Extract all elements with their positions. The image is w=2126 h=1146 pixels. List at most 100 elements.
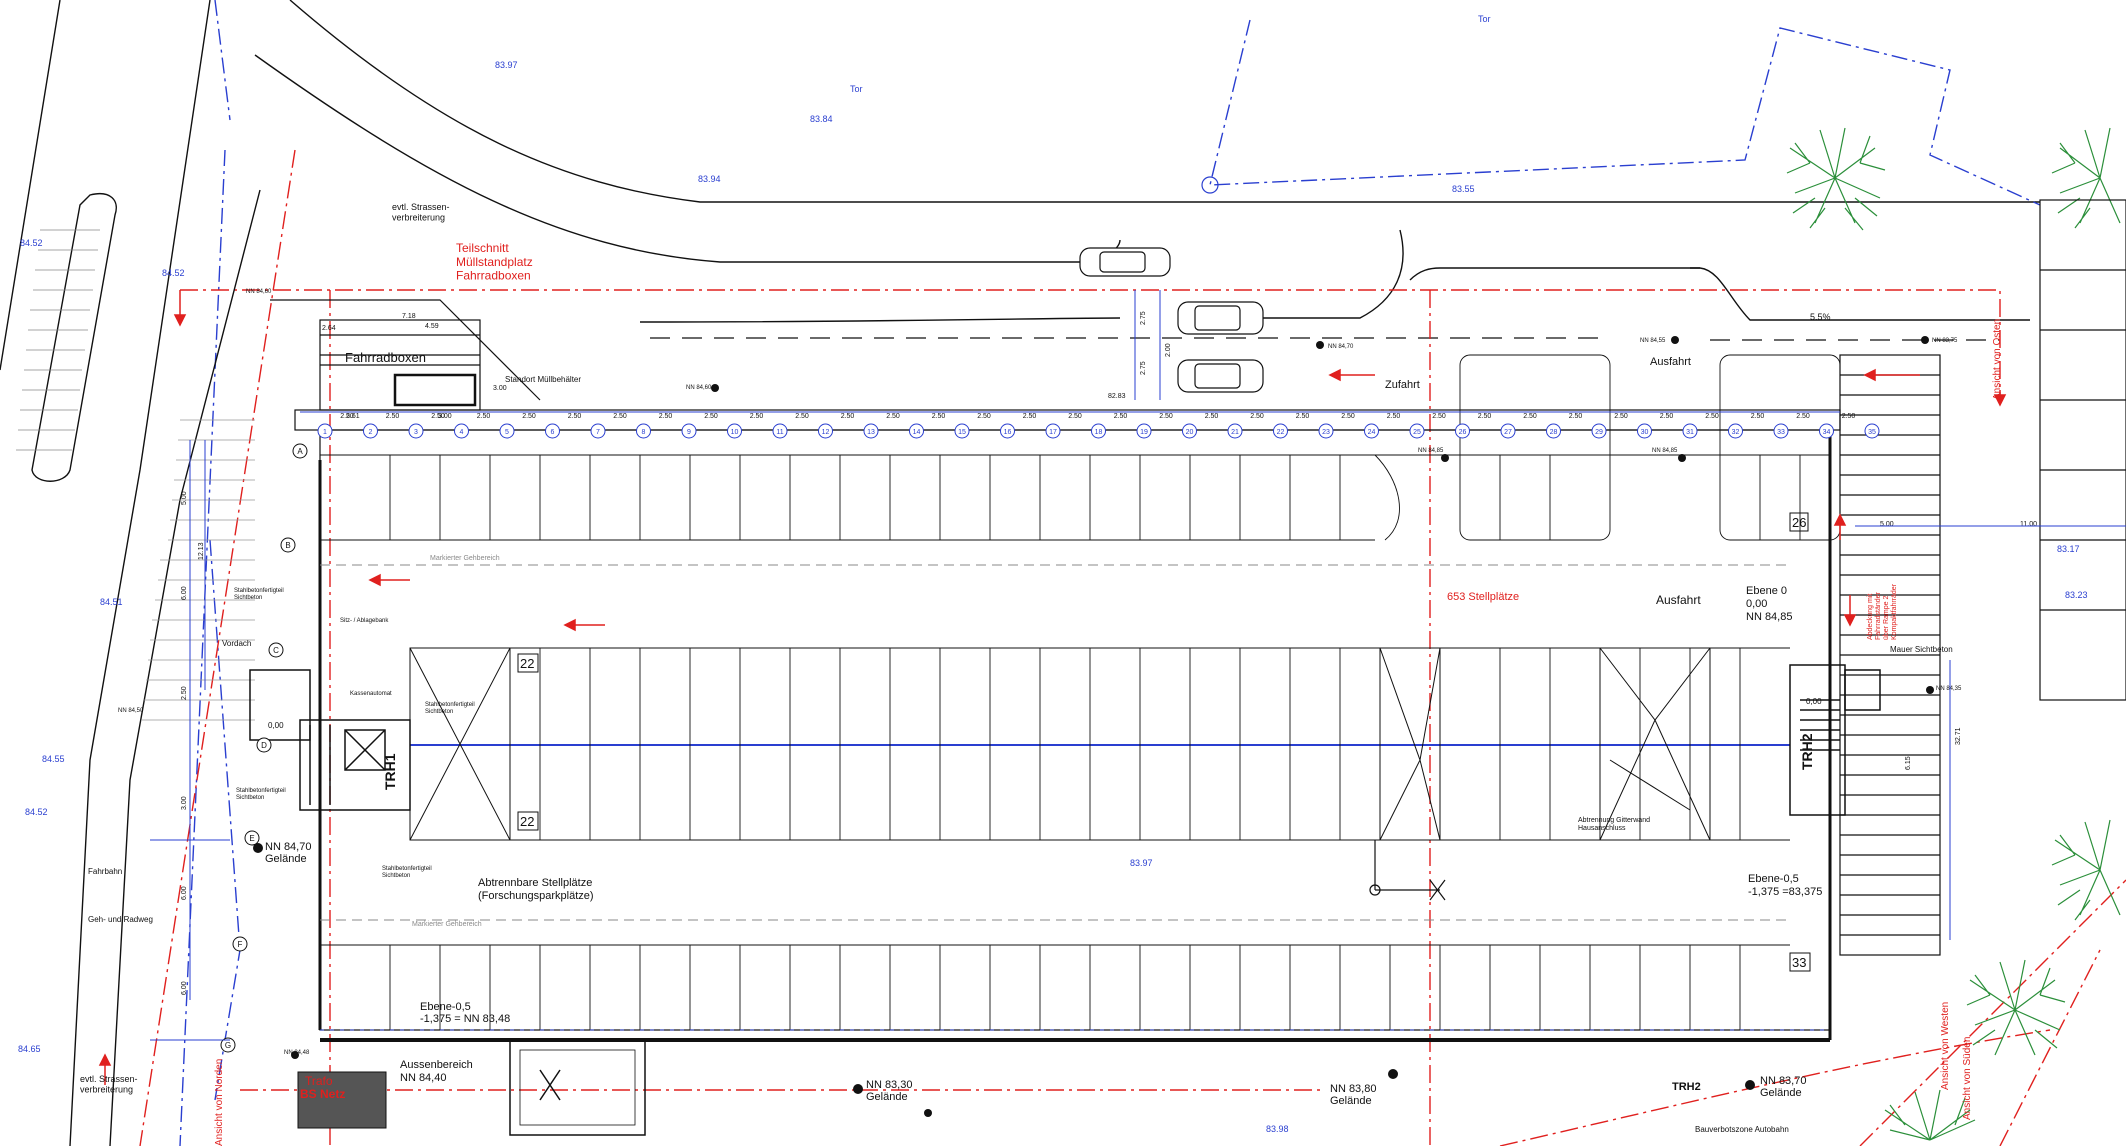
axis-marker-16: [1000, 423, 1015, 439]
label-level0-nn: NN 84,85: [1746, 611, 1792, 623]
label-nn-small-10: NN 84,35: [1936, 686, 1962, 692]
dim-vl-2: 12.13: [198, 542, 205, 560]
axis-marker-9: [681, 423, 697, 439]
label-nn-small-6: NN 84,85: [1652, 448, 1678, 454]
label-level0-value: 0,00: [1746, 598, 1767, 610]
dim-top-17: 2.50: [1114, 413, 1128, 420]
dimension-vertical-left: 5.00 12.13 6.00 2.50 3.00 6.00 6.00: [181, 491, 205, 995]
dim-vl-7: 6.00: [181, 981, 188, 995]
axis-marker-19: [1136, 423, 1152, 439]
right-parking-strip: [1839, 199, 2126, 956]
label-marked-walk-2: Markierter Gehbereich: [412, 921, 482, 928]
label-level-m05-right-title: Ebene-0,5: [1748, 873, 1799, 885]
label-stair-right-sym: TRH2: [1672, 1081, 1701, 1093]
label-cash: Kassenautomat: [350, 691, 392, 697]
label-lane: Fahrbahn: [88, 867, 122, 876]
level-markers: [253, 336, 1934, 1117]
bay-22b: 22: [520, 814, 534, 829]
dim-r-6: 2.75: [1140, 361, 1147, 375]
stall-lines-top: [389, 354, 1841, 541]
dim-top-3: 2.50: [477, 413, 491, 420]
axis-marker-35: [1864, 423, 1880, 439]
dim-top-12: 2.50: [886, 413, 900, 420]
axis-label-15: 15: [958, 429, 966, 436]
site-boundary: [179, 0, 2041, 1146]
dim-top-11: 2.50: [841, 413, 855, 420]
axis-label-B: B: [285, 541, 290, 550]
axis-label-17: 17: [1049, 429, 1057, 436]
dim-top-2: 2.50: [431, 413, 445, 420]
dim-bike-3: 2.64: [322, 325, 336, 332]
label-zero-right: 0,00: [1806, 697, 1822, 706]
stair-core-left: [249, 669, 411, 811]
axis-marker-21: [1227, 423, 1243, 439]
elev-right1: 83.17: [2057, 544, 2080, 554]
axis-label-5: 5: [505, 429, 509, 436]
axis-marker-6: [545, 423, 560, 439]
dim-top-18: 2.50: [1159, 413, 1173, 420]
label-nn-8330: NN 83,30: [866, 1079, 912, 1091]
label-bike-boxes: Fahrradboxen: [345, 350, 426, 365]
axis-marker-8: [636, 423, 651, 439]
red-arrows: [98, 290, 2007, 1085]
dim-top-29: 2.50: [1660, 413, 1674, 420]
label-canopy: Vordach: [222, 639, 251, 648]
axis-marker-D: [256, 737, 272, 753]
axis-label-27: 27: [1504, 429, 1512, 436]
dim-top-26: 2.50: [1523, 413, 1537, 420]
label-marked-walk-1: Markierter Gehbereich: [430, 555, 500, 562]
dim-top-9: 2.50: [750, 413, 764, 420]
label-view-east: Ansicht von Osten: [1992, 319, 2003, 400]
street-top: [254, 0, 2040, 323]
label-vertical-note: Abdeckung mitFahrradständerüber Rampe 2K…: [1867, 583, 1898, 640]
label-gelaende-3: Gelände: [1330, 1095, 1372, 1107]
axis-symbol: [1369, 840, 1446, 901]
elev-tor1: Tor: [1478, 14, 1491, 24]
axis-label-G: G: [225, 1041, 231, 1050]
car-3: [1177, 359, 1264, 393]
axis-label-8: 8: [642, 429, 646, 436]
axis-marker-22: [1273, 423, 1288, 439]
axis-label-16: 16: [1004, 429, 1012, 436]
axis-label-35: 35: [1868, 429, 1876, 436]
dim-top-16: 2.50: [1068, 413, 1082, 420]
label-zero-left: 0,00: [268, 721, 284, 730]
dim-bike-6: 3.00: [493, 385, 507, 392]
label-gelaende-2: Gelände: [866, 1091, 908, 1103]
axis-label-34: 34: [1823, 429, 1831, 436]
elev-left2: 84.52: [162, 268, 185, 278]
axis-marker-11: [772, 423, 788, 439]
axis-marker-28: [1546, 423, 1561, 439]
elev-top4: 83.55: [1452, 184, 1475, 194]
trafo-box: [297, 1071, 387, 1129]
elev-left5: 84.52: [25, 807, 48, 817]
dim-top-24: 2.50: [1432, 413, 1446, 420]
trees: [1786, 127, 2121, 1141]
label-nn-small-7: NN 84,48: [284, 1050, 310, 1056]
axis-label-4: 4: [460, 429, 464, 436]
axis-label-24: 24: [1368, 429, 1376, 436]
label-exit-mid: Ausfahrt: [1656, 593, 1701, 607]
dim-r-7: 2.00: [1165, 343, 1172, 357]
elev-top1: 83.97: [495, 60, 518, 70]
bay-26: 26: [1792, 515, 1806, 530]
main-building: [294, 409, 1841, 1042]
left-paths: [0, 0, 261, 1146]
axis-marker-27: [1500, 423, 1516, 439]
bay-22a: 22: [520, 656, 534, 671]
axis-label-2: 2: [369, 429, 373, 436]
dim-top-30: 2.50: [1705, 413, 1719, 420]
dim-top-0: 2.50: [340, 413, 354, 420]
dim-top-6: 2.50: [613, 413, 627, 420]
axis-label-29: 29: [1595, 429, 1603, 436]
axis-marker-3: [408, 423, 424, 439]
dimension-bike: 7.18 4.59 2.64 3.00 2.61 3.00 82.83: [322, 313, 1126, 420]
dim-top-4: 2.50: [522, 413, 536, 420]
axis-label-10: 10: [731, 429, 739, 436]
axis-marker-29: [1591, 423, 1607, 439]
axis-marker-26: [1455, 423, 1470, 439]
bay-number-boxes: 26 22 22 33: [517, 512, 1811, 972]
label-level-m05-right-value: -1,375 =83,375: [1748, 886, 1822, 898]
